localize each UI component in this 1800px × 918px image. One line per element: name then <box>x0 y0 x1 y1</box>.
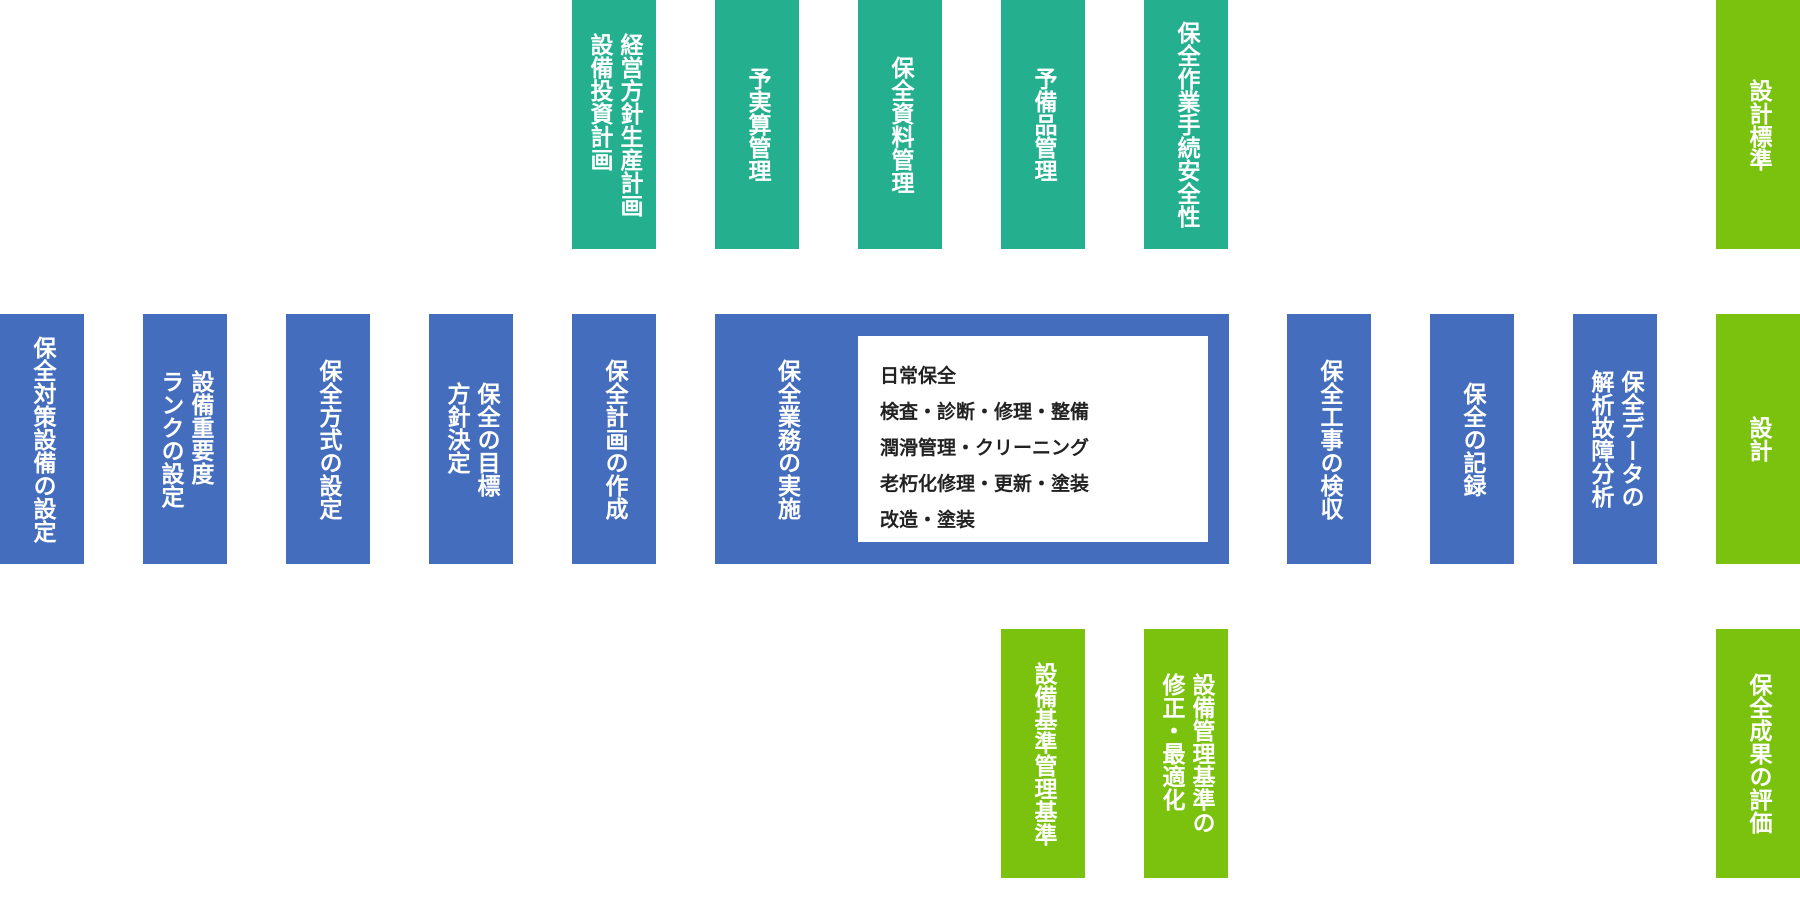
box-label: 設計 <box>1745 416 1771 462</box>
box-label: 予備品管理 <box>1030 67 1056 182</box>
main-task-panel: 日常保全 検査・診断・修理・整備 潤滑管理・クリーニング 老朽化修理・更新・塗装… <box>858 336 1208 542</box>
box-label: 設備重要度 ランクの設定 <box>157 370 213 508</box>
box-budget: 予実算管理 <box>715 0 799 249</box>
box-goal-setting: 保全の目標 方針決定 <box>429 314 513 564</box>
box-method-setting: 保全方式の設定 <box>286 314 370 564</box>
box-inspection-acceptance: 保全工事の検収 <box>1287 314 1371 564</box>
box-label: 経営方針生産計画 設備投資計画 <box>586 32 642 217</box>
box-label: 保全成果の評価 <box>1745 673 1771 834</box>
box-label: 保全対策設備の設定 <box>29 335 55 543</box>
box-management-policy: 経営方針生産計画 設備投資計画 <box>572 0 656 249</box>
main-task-item: 潤滑管理・クリーニング <box>880 437 1090 459</box>
box-label: 予実算管理 <box>744 67 770 182</box>
box-rank-setting: 設備重要度 ランクの設定 <box>143 314 227 564</box>
box-analysis: 保全データの 解析故障分析 <box>1573 314 1657 564</box>
main-task-item: 改造・塗装 <box>880 509 976 531</box>
box-label: 保全工事の検収 <box>1316 358 1342 520</box>
main-task-title: 保全業務の実施 <box>773 358 800 520</box>
box-evaluation: 保全成果の評価 <box>1716 629 1800 878</box>
box-label: 保全の目標 方針決定 <box>443 381 499 497</box>
box-standard-revision: 設備管理基準の 修正・最適化 <box>1144 629 1228 878</box>
box-plan-creation: 保全計画の作成 <box>572 314 656 564</box>
box-label: 保全計画の作成 <box>601 358 627 520</box>
box-safety: 保全作業手続安全性 <box>1144 0 1228 249</box>
main-task-item: 老朽化修理・更新・塗装 <box>880 473 1090 495</box>
box-label: 設計標準 <box>1745 78 1771 171</box>
main-task-item: 検査・診断・修理・整備 <box>880 401 1090 423</box>
box-design-standard: 設計標準 <box>1716 0 1800 249</box>
box-label: 設備基準管理基準 <box>1030 661 1056 846</box>
box-label: 保全の記録 <box>1459 381 1485 497</box>
box-label: 保全資料管理 <box>887 55 913 194</box>
box-equipment-setting: 保全対策設備の設定 <box>0 314 84 564</box>
main-task-item: 日常保全 <box>880 365 957 387</box>
box-label: 保全方式の設定 <box>315 358 341 520</box>
box-records: 保全の記録 <box>1430 314 1514 564</box>
box-materials: 保全資料管理 <box>858 0 942 249</box>
box-label: 設備管理基準の 修正・最適化 <box>1158 673 1214 834</box>
main-task-title-wrap: 保全業務の実施 <box>715 314 858 564</box>
box-label: 保全作業手続安全性 <box>1173 21 1199 228</box>
box-label: 保全データの 解析故障分析 <box>1587 370 1643 508</box>
box-main-task: 保全業務の実施 日常保全 検査・診断・修理・整備 潤滑管理・クリーニング 老朽化… <box>715 314 1229 564</box>
box-design: 設計 <box>1716 314 1800 564</box>
box-equipment-standard: 設備基準管理基準 <box>1001 629 1085 878</box>
box-spare-parts: 予備品管理 <box>1001 0 1085 249</box>
